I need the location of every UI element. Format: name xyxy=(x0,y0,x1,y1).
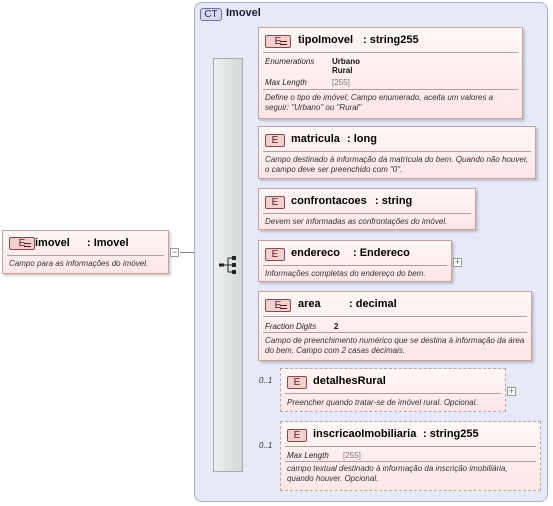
element-endereco[interactable]: E endereco : Endereco Informações comple… xyxy=(258,240,452,282)
divider xyxy=(285,461,536,462)
facet-label: Enumerations xyxy=(265,57,315,66)
facet-value: [255] xyxy=(343,451,361,460)
element-type: : long xyxy=(347,133,377,145)
element-documentation: Preencher quando tratar-se de imóvel rur… xyxy=(287,398,478,407)
element-type: : Imovel xyxy=(87,237,129,249)
collapse-root-minus-icon[interactable]: − xyxy=(170,247,179,257)
element-name: matricula xyxy=(291,133,340,145)
root-connector-line xyxy=(180,252,194,253)
divider xyxy=(285,446,536,447)
facet-value: Rural xyxy=(332,66,353,75)
facet-label: Fraction Digits xyxy=(265,322,317,331)
element-documentation: Define o tipo de imóvel; Campo enumerado… xyxy=(265,93,494,112)
facet-value: 2 xyxy=(334,322,339,331)
divider xyxy=(263,89,518,90)
divider xyxy=(263,52,518,53)
element-badge-icon: E xyxy=(265,35,291,48)
root-element-header: E imovel : Imovel xyxy=(3,231,168,255)
complex-type-badge-icon: CT xyxy=(200,8,222,21)
expand-endereco-plus-icon[interactable]: + xyxy=(453,257,462,267)
element-detalhesRural[interactable]: E detalhesRural Preencher quando tratar-… xyxy=(280,368,506,412)
facet-label: Max Length xyxy=(265,78,307,87)
element-documentation: Devem ser informadas as confrontações do… xyxy=(265,217,448,226)
divider xyxy=(7,255,164,256)
element-type: : Endereco xyxy=(353,247,410,259)
element-badge-icon: E xyxy=(287,429,307,442)
element-badge-icon: E xyxy=(287,376,307,389)
element-name: detalhesRural xyxy=(313,375,386,387)
divider xyxy=(263,316,527,317)
element-badge-icon: E xyxy=(9,237,35,250)
root-element-imovel[interactable]: E imovel : Imovel Campo para as informaç… xyxy=(2,230,169,274)
divider xyxy=(285,393,501,394)
divider xyxy=(263,332,527,333)
element-matricula[interactable]: E matricula : long Campo destinado à inf… xyxy=(258,126,536,179)
facet-label: Max Length xyxy=(287,451,329,460)
element-name: imovel xyxy=(35,237,70,249)
element-badge-icon: E xyxy=(265,196,285,209)
element-name: inscricaoImobiliaria xyxy=(313,428,417,440)
complex-type-name: Imovel xyxy=(226,7,261,19)
element-type: : string xyxy=(375,195,413,207)
divider xyxy=(263,265,447,266)
element-documentation: Campo para as informações do imóvel. xyxy=(9,259,149,268)
occurrence-label: 0..1 xyxy=(259,376,273,385)
element-badge-icon: E xyxy=(265,299,291,312)
element-type: : string255 xyxy=(363,34,419,46)
element-badge-icon: E xyxy=(265,134,285,147)
divider xyxy=(263,213,471,214)
element-badge-icon: E xyxy=(265,248,285,261)
element-documentation: Campo de preenchimento numérico que se d… xyxy=(265,336,525,355)
element-documentation: campo textual destinado à informação da … xyxy=(287,464,508,483)
facet-value: [255] xyxy=(332,78,350,87)
sequence-compositor-icon[interactable] xyxy=(219,255,237,275)
element-name: area xyxy=(298,298,321,310)
element-documentation: Campo destinado à informação da matrícul… xyxy=(265,155,529,174)
facet-value: Urbano xyxy=(332,57,360,66)
element-area[interactable]: E area : decimal Fraction Digits 2 Campo… xyxy=(258,291,532,361)
element-name: tipoImovel xyxy=(298,34,354,46)
element-documentation: Informações completas do endereço do bem… xyxy=(265,269,426,278)
element-name: endereco xyxy=(291,247,340,259)
element-type: : string255 xyxy=(423,428,479,440)
element-type: : decimal xyxy=(349,298,397,310)
element-tipoImovel[interactable]: E tipoImovel : string255 Enumerations Ur… xyxy=(258,27,523,119)
occurrence-label: 0..1 xyxy=(259,441,273,450)
element-confrontacoes[interactable]: E confrontacoes : string Devem ser infor… xyxy=(258,188,476,230)
divider xyxy=(263,151,531,152)
element-inscricaoImobiliaria[interactable]: E inscricaoImobiliaria : string255 Max L… xyxy=(280,421,541,491)
expand-detalhesRural-plus-icon[interactable]: + xyxy=(507,386,516,396)
element-name: confrontacoes xyxy=(291,195,367,207)
